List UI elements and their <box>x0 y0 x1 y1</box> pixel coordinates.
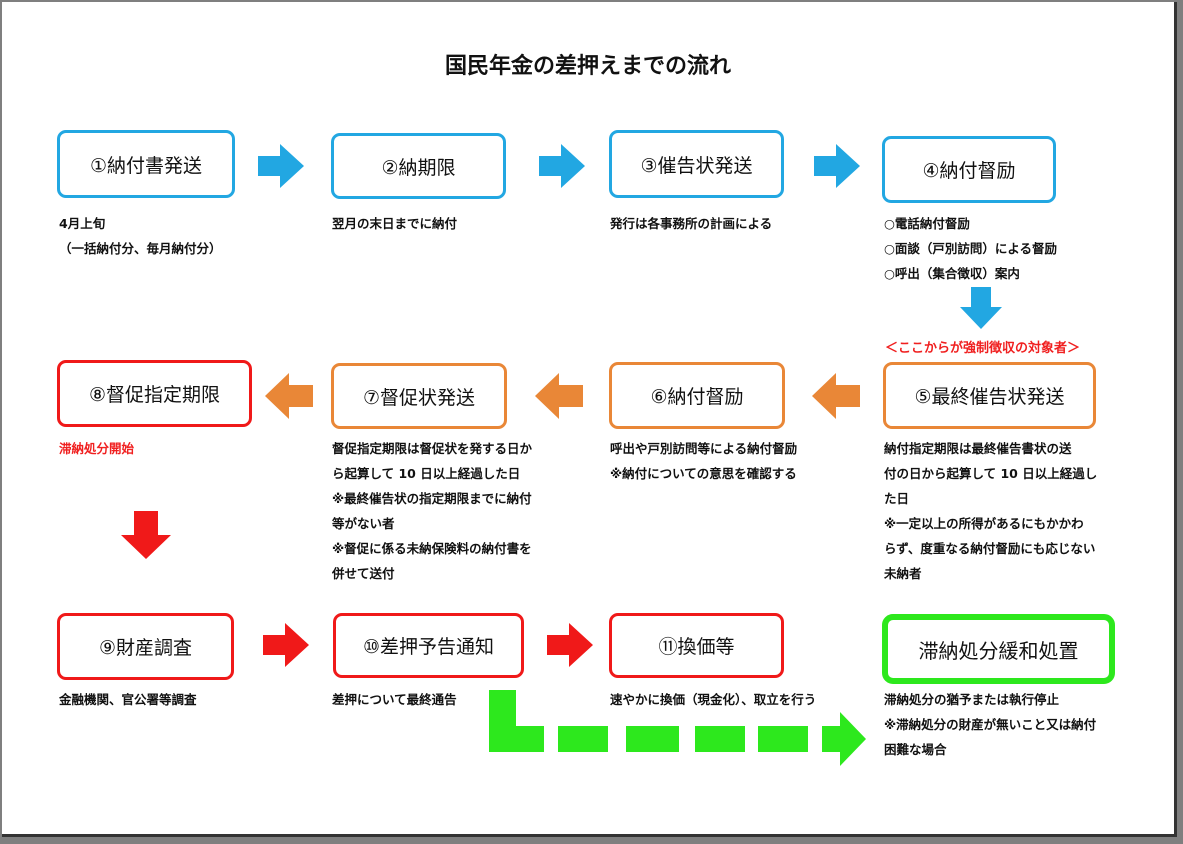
step-7-box: ⑦督促状発送 <box>331 363 507 429</box>
step-4-note: ○電話納付督励 ○面談（戸別訪問）による督励 ○呼出（集合徴収）案内 <box>884 216 1058 281</box>
step-10-note: 差押について最終通告 <box>332 692 457 707</box>
step-5-box: ⑤最終催告状発送 <box>883 362 1096 429</box>
step-1-box: ①納付書発送 <box>57 130 235 198</box>
step-10-box: ⑩差押予告通知 <box>333 613 524 678</box>
arrow-icon-2-3 <box>539 144 585 188</box>
relief-measure-box: 滞納処分緩和処置 <box>882 614 1115 684</box>
arrow-icon-6-7 <box>535 373 583 419</box>
step-5-note: 納付指定期限は最終催告書状の送 付の日から起算して 10 日以上経過し た日 ※… <box>884 441 1098 581</box>
arrow-icon-7-8 <box>265 373 313 419</box>
step-3-box: ③催告状発送 <box>609 130 784 198</box>
enforcement-target-label: ＜ここからが強制徴収の対象者＞ <box>885 341 1081 356</box>
arrow-icon-10-11 <box>547 623 593 667</box>
arrow-icon-4-5 <box>960 287 1002 329</box>
step-9-box: ⑨財産調査 <box>57 613 234 680</box>
arrow-icon-3-4 <box>814 144 860 188</box>
step-8-note: 滞納処分開始 <box>59 441 135 456</box>
arrow-icon-9-10 <box>263 623 309 667</box>
step-7-note: 督促指定期限は督促状を発する日か ら起算して 10 日以上経過した日 ※最終催告… <box>332 441 533 581</box>
step-6-note: 呼出や戸別訪問等による納付督励 ※納付についての意思を確認する <box>610 441 798 481</box>
step-4-box: ④納付督励 <box>882 136 1056 203</box>
arrow-icon-1-2 <box>258 144 304 188</box>
dashed-path-arrow-icon <box>489 690 866 766</box>
relief-measure-note: 滞納処分の猶予または執行停止 ※滞納処分の財産が無いこと又は納付 困難な場合 <box>884 692 1097 757</box>
step-1-note: 4月上旬 （一括納付分、毎月納付分） <box>59 216 222 256</box>
step-2-note: 翌月の末日までに納付 <box>332 216 458 231</box>
step-11-note: 速やかに換価（現金化）、取立を行う <box>610 692 817 707</box>
arrow-icon-8-9 <box>121 511 171 559</box>
step-6-box: ⑥納付督励 <box>609 362 785 429</box>
step-8-box: ⑧督促指定期限 <box>57 360 252 427</box>
step-2-box: ②納期限 <box>331 133 506 199</box>
step-3-note: 発行は各事務所の計画による <box>610 216 773 231</box>
step-11-box: ⑪換価等 <box>609 613 784 678</box>
step-9-note: 金融機関、官公署等調査 <box>59 692 197 707</box>
arrow-icon-5-6 <box>812 373 860 419</box>
page-title: 国民年金の差押えまでの流れ <box>444 54 731 79</box>
